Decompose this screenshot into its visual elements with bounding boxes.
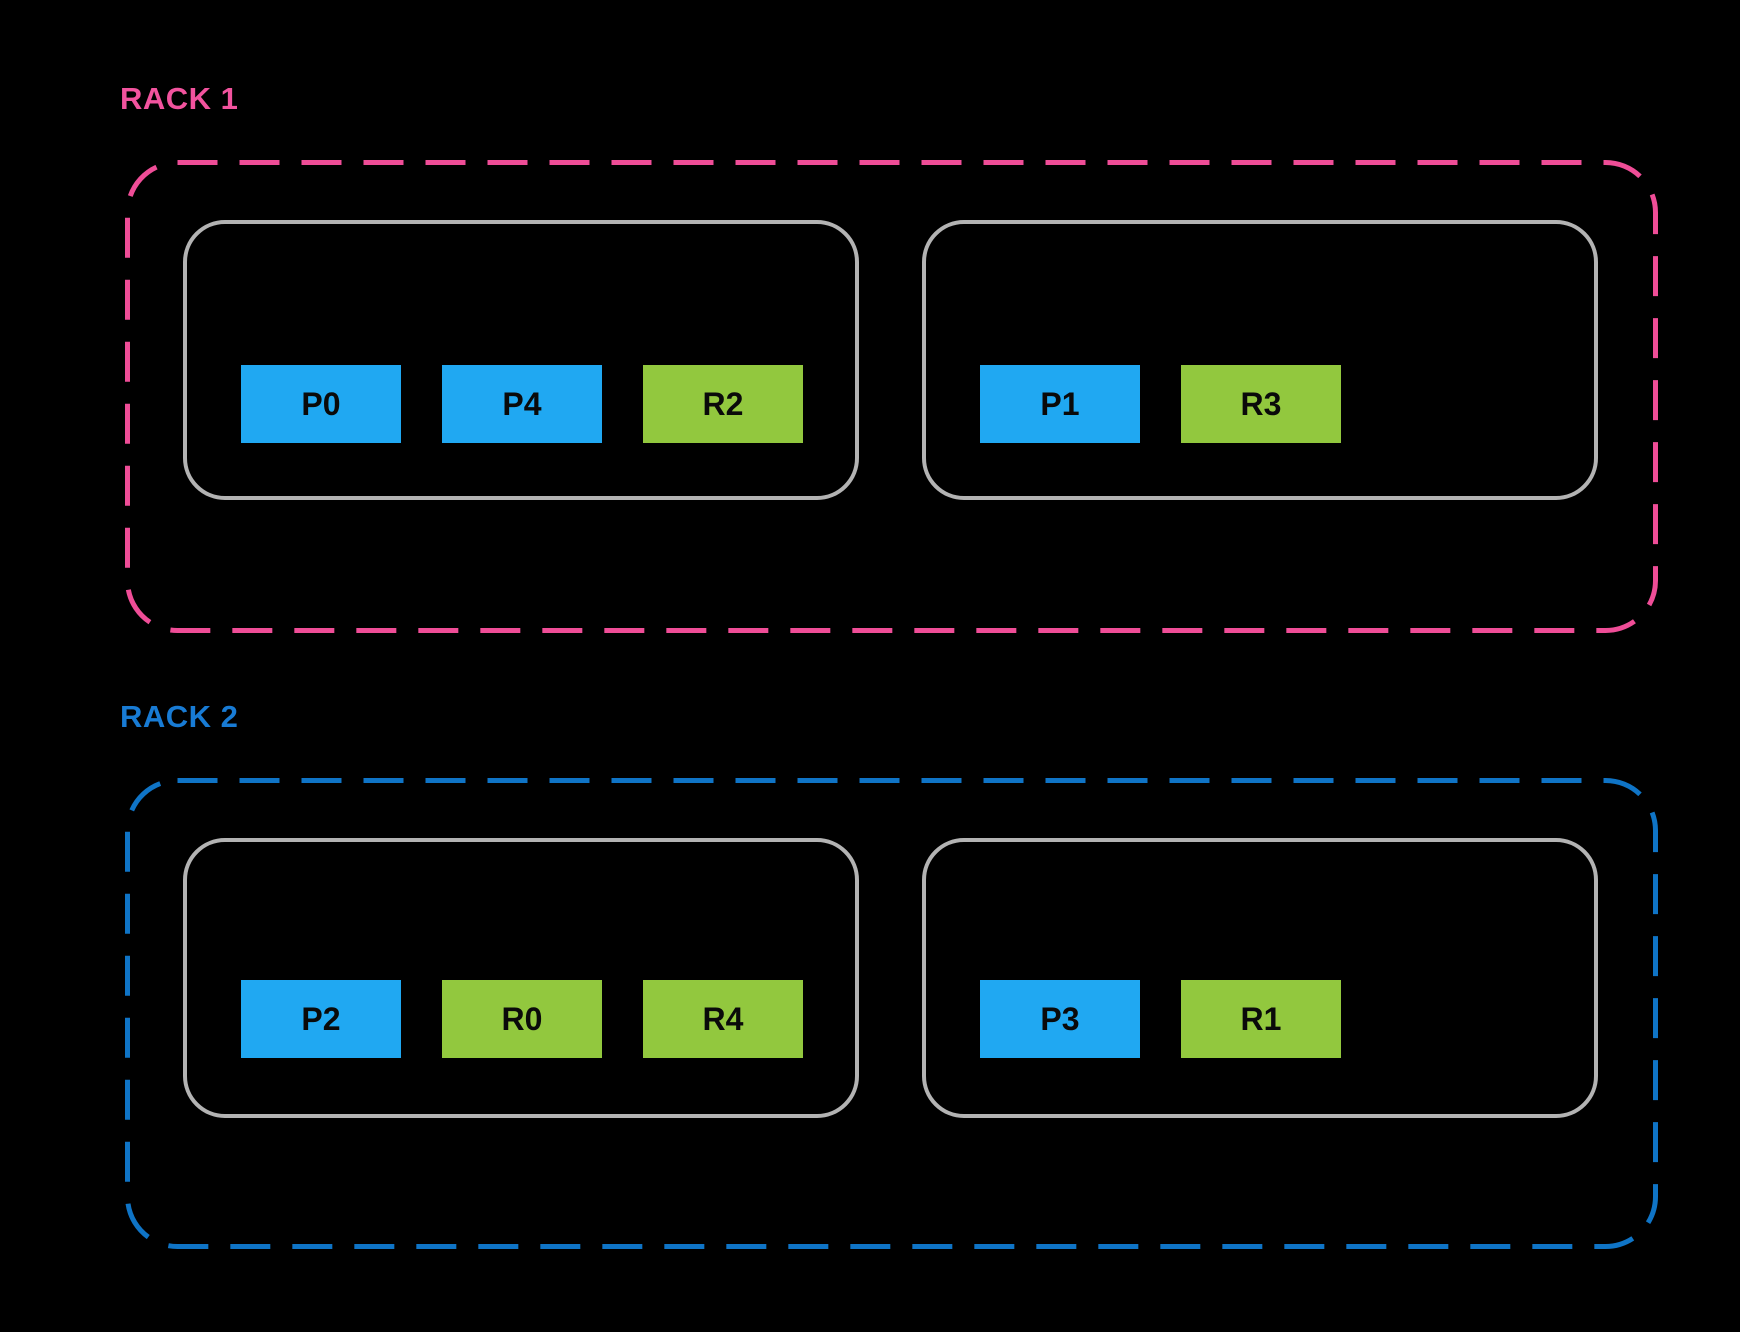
rack-1-label: RACK 1 [120,81,239,116]
partition-block: P0 [241,365,401,443]
partition-block: R1 [1181,980,1341,1058]
rack-1-host-2: P1 R3 [922,220,1598,500]
partition-block: R0 [442,980,602,1058]
partition-block: P2 [241,980,401,1058]
rack-2-host-2: P3 R1 [922,838,1598,1118]
partition-block: P1 [980,365,1140,443]
partition-block: R3 [1181,365,1341,443]
partition-block: P4 [442,365,602,443]
rack-2-host-1: P2 R0 R4 [183,838,859,1118]
partition-block: P3 [980,980,1140,1058]
rack-2-label: RACK 2 [120,699,239,734]
partition-block: R4 [643,980,803,1058]
partition-block: R2 [643,365,803,443]
rack-1-host-1: P0 P4 R2 [183,220,859,500]
